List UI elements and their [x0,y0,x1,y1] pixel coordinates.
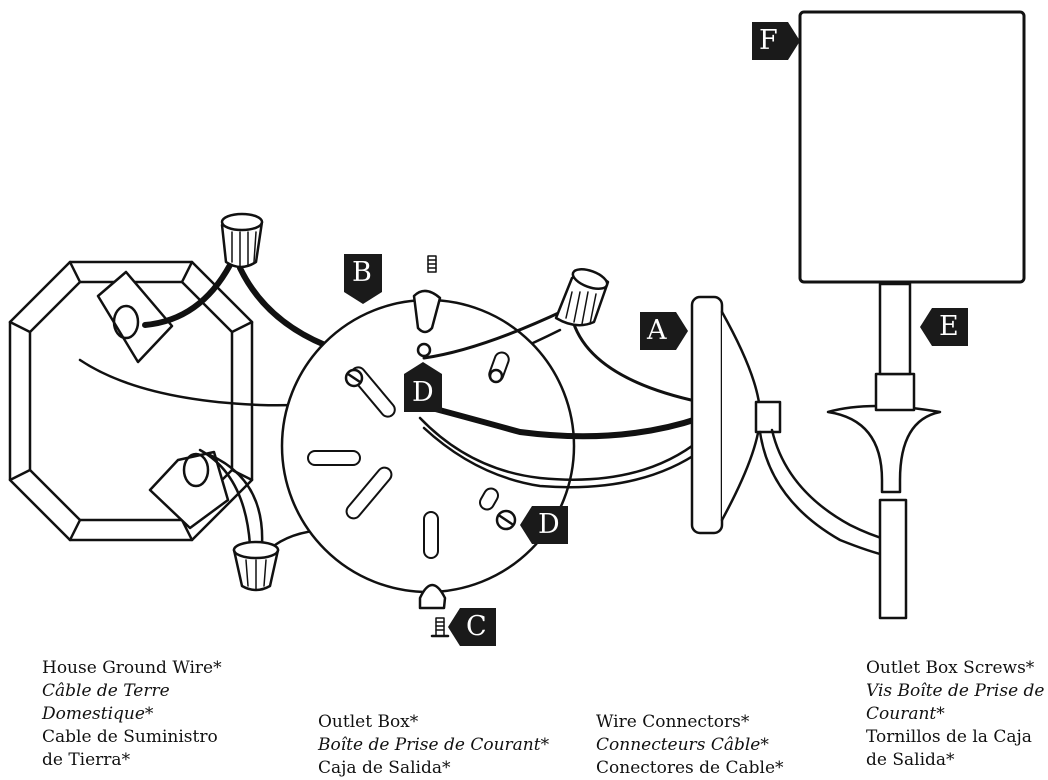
callout-d-upper: D [404,362,442,412]
callout-b: B [344,254,382,304]
label-outlet-box: Outlet Box* Boîte de Prise de Courant* C… [318,711,549,780]
callout-d-lower-label: D [538,509,560,540]
callout-f-label: F [759,25,778,56]
wire-thin-lower [198,448,252,547]
label-wire-connectors-es: Conectores de Cable* [596,758,784,778]
label-outlet-box-fr: Boîte de Prise de Courant* [318,735,550,755]
callout-f: F [752,22,800,60]
screw-bottom [430,617,450,638]
screw-top [427,255,437,273]
label-house-ground-wire-es-1: Cable de Suministro [42,727,218,747]
label-outlet-box-es: Caja de Salida* [318,758,451,778]
octagon-junction-box [8,260,254,542]
label-wire-connectors-en: Wire Connectors* [596,712,750,732]
wire-thick-to-plate [237,265,328,348]
wire-nut-bottom-left [232,540,280,592]
label-house-ground-wire-es-2: de Tierra* [42,750,131,770]
wire-nut-top-left [220,212,264,269]
wire-to-nut-right [422,308,567,360]
callout-a: A [640,312,688,350]
round-mounting-plate [280,289,576,610]
callout-b-label: B [352,257,372,288]
wiring-diagram [8,10,1026,638]
fixture-arm [758,428,908,620]
wall-canopy [690,295,782,535]
label-house-ground-wire-en: House Ground Wire* [42,658,222,678]
label-house-ground-wire-fr-1: Câble de Terre [42,681,170,701]
callout-a-label: A [647,315,667,346]
label-outlet-box-en: Outlet Box* [318,712,419,732]
callout-d-upper-label: D [412,377,434,408]
label-outlet-box-screws-fr-1: Vis Boîte de Prise de [866,681,1045,701]
wire-double-ground2 [422,426,704,489]
label-wire-connectors: Wire Connectors* Connecteurs Câble* Cone… [596,711,784,780]
callout-e: E [920,308,968,346]
callout-c: C [448,608,496,646]
wire-nut-right-down [570,316,702,404]
label-outlet-box-screws-es-1: Tornillos de la Caja [866,727,1032,747]
label-outlet-box-screws-es-2: de Salida* [866,750,955,770]
lamp-shade [798,10,1026,284]
fixture-cup [826,282,942,494]
callout-d-lower: D [520,506,568,544]
wire-thick-top [142,262,233,328]
label-outlet-box-screws: Outlet Box Screws* Vis Boîte de Prise de… [866,657,1044,772]
callout-e-label: E [939,311,959,342]
label-house-ground-wire-fr-2: Domestique* [42,704,154,724]
label-wire-connectors-fr: Connecteurs Câble* [596,735,769,755]
callout-c-label: C [466,611,487,642]
wire-double-ground [418,416,702,481]
label-house-ground-wire: House Ground Wire* Câble de Terre Domest… [42,657,222,772]
label-outlet-box-screws-fr-2: Courant* [866,704,945,724]
wire-nut-right [554,268,610,327]
label-outlet-box-screws-en: Outlet Box Screws* [866,658,1035,678]
wire-thin-lower2 [208,453,264,547]
